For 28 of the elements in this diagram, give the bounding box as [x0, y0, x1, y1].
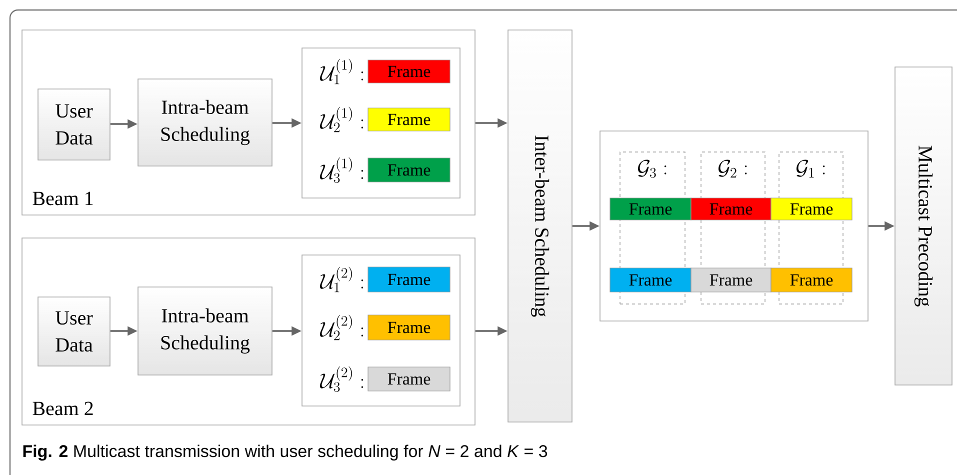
frame-bar: Frame [610, 268, 692, 292]
frame-bar: Frame [690, 268, 772, 292]
frame-bar: Frame [368, 314, 450, 340]
frame-bar: Frame [368, 108, 450, 132]
frame-bar: Frame [690, 198, 772, 220]
process-box: User Data [38, 296, 110, 366]
figure-caption: Fig. 2 Multicast transmission with user scheduling for N = 2 and K = 3 [23, 444, 548, 461]
frame-bar: Frame [368, 60, 450, 84]
user-group-label: $\mathcal{U}_3^{(2)}:$ [320, 366, 364, 392]
process-box: Inter-beam Scheduling [508, 30, 572, 422]
frame-list-box [600, 130, 868, 322]
frame-bar: Frame [770, 198, 852, 220]
frame-bar: Frame [368, 158, 450, 182]
frame-bar: Frame [368, 266, 450, 292]
user-group-label: $\mathcal{U}_1^{(1)}:$ [320, 58, 364, 84]
process-box: Multicast Precoding [894, 66, 952, 386]
frame-bar: Frame [770, 268, 852, 292]
user-group-label: $\mathcal{U}_2^{(2)}:$ [320, 314, 364, 340]
process-box: Intra-beam Scheduling [138, 286, 272, 376]
frame-bar: Frame [368, 366, 450, 392]
frame-bar: Frame [610, 198, 692, 220]
process-box: Intra-beam Scheduling [138, 78, 272, 166]
user-group-label: $\mathcal{U}_2^{(1)}:$ [320, 106, 364, 132]
frame-list-box [302, 254, 460, 406]
user-group-label: $\mathcal{U}_1^{(2)}:$ [320, 266, 364, 292]
process-box: User Data [38, 88, 110, 160]
frame-list-box [302, 48, 460, 198]
user-group-label: $\mathcal{U}_3^{(1)}:$ [320, 157, 364, 183]
